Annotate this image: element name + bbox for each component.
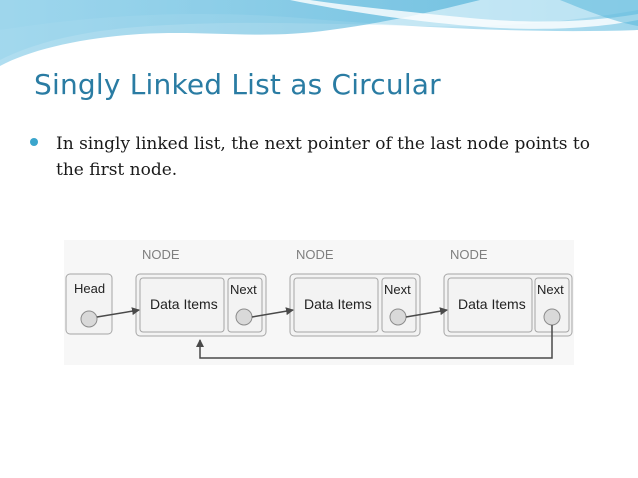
node-1-to-node-2-arrow (251, 307, 294, 318)
node-2-data-box (293, 277, 379, 333)
node-2-next-label: Next (384, 282, 411, 297)
node-3-caption: NODE (450, 247, 488, 262)
bullet-dot-icon (30, 138, 38, 146)
circular-back-arrow (196, 325, 553, 359)
node-1-data-box (139, 277, 225, 333)
head-box: Head (65, 273, 113, 335)
node-2-next-circle (389, 308, 407, 326)
slide-title: Singly Linked List as Circular (34, 68, 441, 101)
head-label: Head (74, 281, 105, 296)
node-1-caption: NODE (142, 247, 180, 262)
linked-list-diagram: Head NODE Data Items Next NODE Data Item… (64, 240, 574, 365)
head-to-node-1-arrow (96, 307, 140, 318)
node-2-caption: NODE (296, 247, 334, 262)
node-1-data-label: Data Items (150, 296, 218, 312)
node-3-next-circle (543, 308, 561, 326)
node-3: NODE Data Items Next (443, 247, 573, 337)
node-1-next-circle (235, 308, 253, 326)
node-2-to-node-3-arrow (405, 307, 448, 318)
node-2: NODE Data Items Next (289, 247, 421, 337)
node-1: NODE Data Items Next (135, 247, 267, 337)
node-3-data-box (447, 277, 533, 333)
bullet-text: In singly linked list, the next pointer … (56, 134, 590, 180)
node-3-next-label: Next (537, 282, 564, 297)
head-pointer-circle (80, 310, 98, 328)
node-1-next-label: Next (230, 282, 257, 297)
node-2-data-label: Data Items (304, 296, 372, 312)
header-wave-decoration (0, 0, 638, 66)
node-3-data-label: Data Items (458, 296, 526, 312)
